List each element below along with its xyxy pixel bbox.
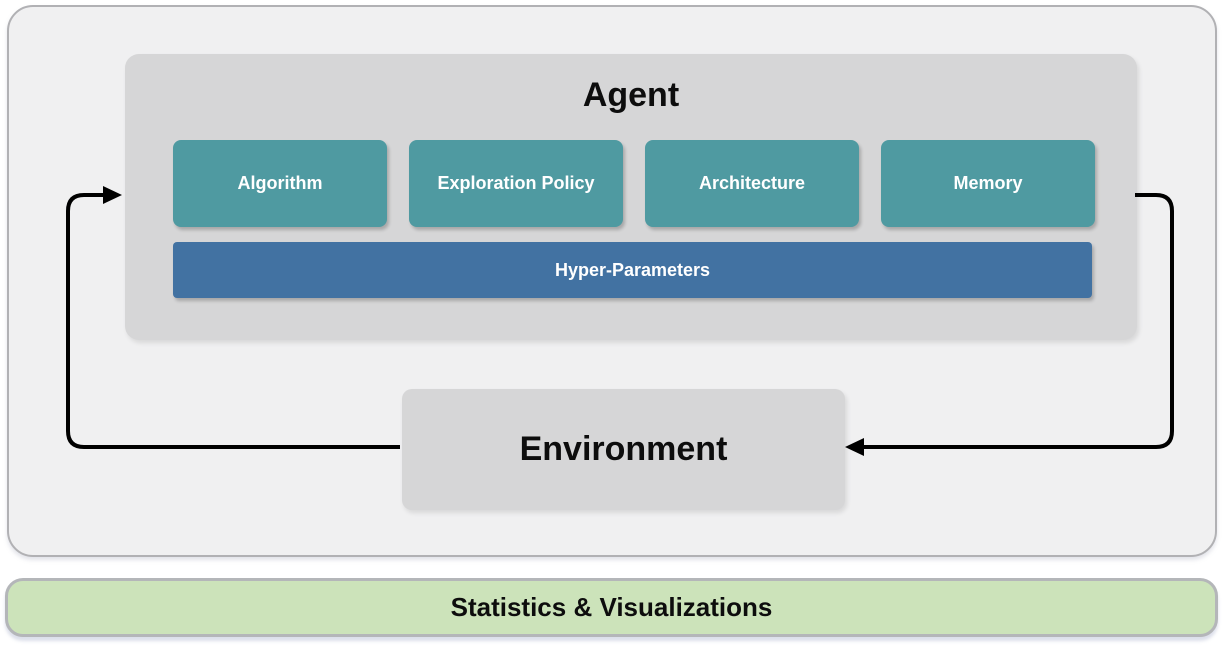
environment-title: Environment — [519, 430, 728, 468]
environment-box: Environment — [402, 389, 845, 510]
agent-box: Agent Algorithm Exploration Policy Archi… — [125, 54, 1137, 340]
statistics-visualizations-bar: Statistics & Visualizations — [5, 578, 1218, 637]
component-label: Algorithm — [237, 173, 323, 193]
statistics-visualizations-label: Statistics & Visualizations — [450, 592, 773, 622]
component-box-memory: Memory — [881, 140, 1095, 227]
component-label: Memory — [953, 173, 1023, 193]
component-label: Architecture — [698, 173, 806, 193]
component-label: Exploration Policy — [437, 173, 595, 193]
hyper-parameters-bar: Hyper-Parameters — [173, 242, 1092, 298]
component-box-exploration-policy: Exploration Policy — [409, 140, 623, 227]
hyper-parameters-label: Hyper-Parameters — [554, 259, 711, 280]
system-panel: Agent Algorithm Exploration Policy Archi… — [7, 5, 1217, 557]
component-box-algorithm: Algorithm — [173, 140, 387, 227]
component-box-architecture: Architecture — [645, 140, 859, 227]
agent-title: Agent — [582, 76, 680, 114]
